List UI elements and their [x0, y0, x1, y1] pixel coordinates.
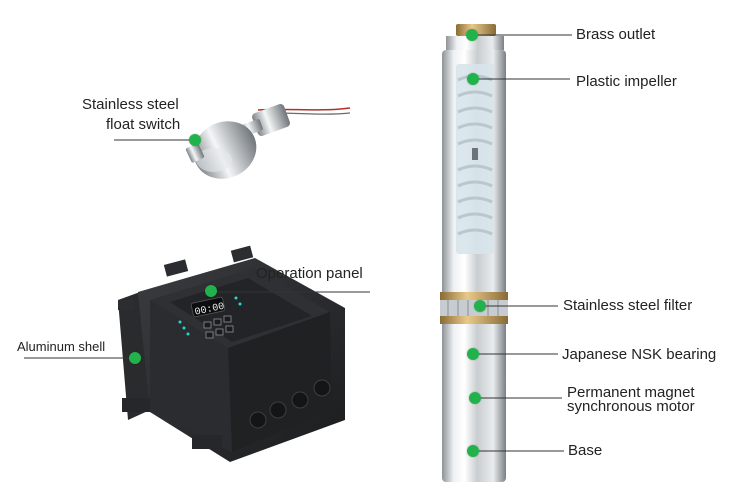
nsk-bearing-marker: [467, 348, 479, 360]
aluminum-shell-marker: [129, 352, 141, 364]
base-label: Base: [568, 442, 603, 459]
float-switch-label-line1: Stainless steel: [82, 96, 179, 113]
motor-label-line1: Permanent magnet: [567, 384, 695, 401]
brass-outlet-marker: [466, 29, 478, 41]
operation-panel-label: Operation panel: [256, 265, 363, 282]
stainless-filter-marker: [474, 300, 486, 312]
pump-image: [440, 24, 508, 482]
float-switch-image: [185, 104, 351, 179]
stainless-filter-label: Stainless steel filter: [563, 297, 693, 314]
base-marker: [467, 445, 479, 457]
plastic-impeller-label: Plastic impeller: [576, 73, 677, 90]
motor-marker: [469, 392, 481, 404]
float-switch-label-line2: float switch: [106, 116, 181, 133]
float-switch-marker: [189, 134, 201, 146]
operation-panel-marker: [205, 285, 217, 297]
nsk-bearing-label: Japanese NSK bearing: [562, 346, 717, 363]
leader-lines: [24, 34, 572, 452]
aluminum-shell-label: Aluminum shell: [17, 339, 106, 354]
brass-outlet-label: Brass outlet: [576, 26, 656, 43]
plastic-impeller-marker: [467, 73, 479, 85]
motor-label-line2: synchronous motor: [567, 398, 695, 415]
controller-image: 00:00: [118, 245, 345, 462]
